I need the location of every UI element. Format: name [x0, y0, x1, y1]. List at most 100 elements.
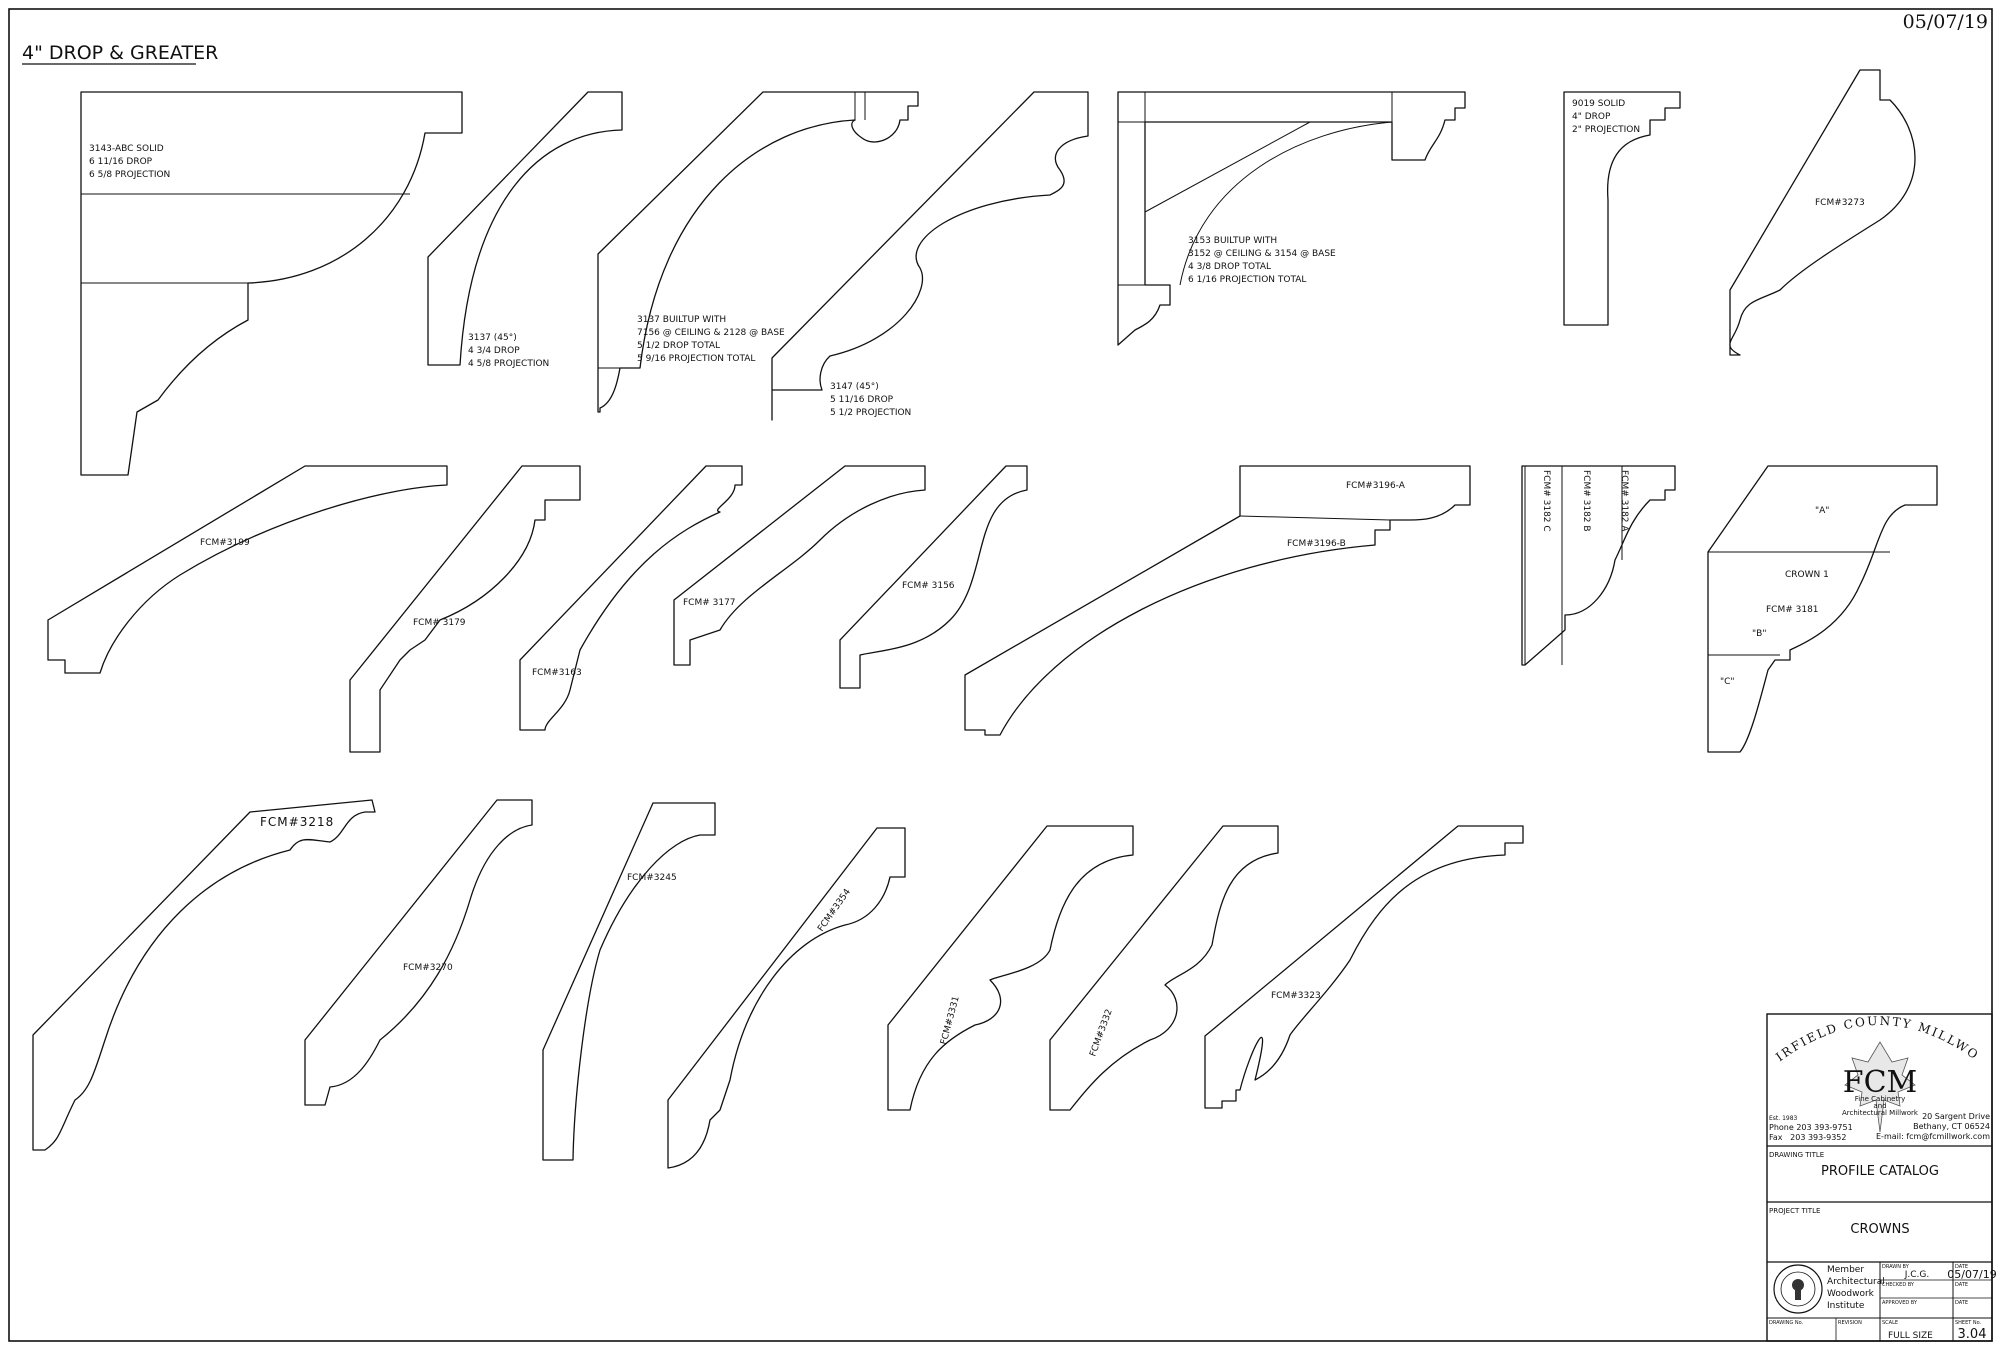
profile-fcm3196b-label: FCM#3196-B [1287, 539, 1346, 549]
crown1-a-label: "A" [1815, 506, 1829, 516]
date2-label: DATE [1955, 1282, 1968, 1288]
profile-fcm3218-label: FCM#3218 [260, 815, 334, 829]
profile-9019-line1: 9019 SOLID [1572, 99, 1625, 109]
revision-label: REVISION [1838, 1320, 1862, 1326]
profile-fcm3273-label: FCM#3273 [1815, 198, 1865, 208]
address-line-2: Bethany, CT 06524 [1913, 1122, 1990, 1131]
profile-3153-builtup: 3153 BUILTUP WITH 3152 @ CEILING & 3154 … [1117, 91, 1466, 346]
profile-fcm3196a-label: FCM#3196-A [1346, 481, 1406, 491]
profile-fcm3177-label: FCM# 3177 [683, 598, 736, 608]
profile-fcm3273: FCM#3273 [1729, 69, 1916, 356]
date3-label: DATE [1955, 1300, 1968, 1306]
profile-fcm3270-label: FCM#3270 [403, 963, 453, 973]
profile-3137-builtup: 3137 BUILTUP WITH 7156 @ CEILING & 2128 … [597, 91, 919, 413]
profile-fcm3245-label: FCM#3245 [627, 873, 677, 883]
profile-3137-line1: 3137 (45°) [468, 333, 517, 343]
profile-3147-line1: 3147 (45°) [830, 382, 879, 392]
awi-seal-icon [1773, 1264, 1823, 1314]
profile-fcm3179-label: FCM# 3179 [413, 618, 466, 628]
title-block-date: 05/07/19 [1947, 1268, 1996, 1281]
profile-fcm3323: FCM#3323 [1204, 825, 1524, 1109]
crown1-number: FCM# 3181 [1766, 605, 1819, 615]
profile-3143-line2: 6 11/16 DROP [89, 157, 153, 167]
drawn-by-label: DRAWN BY [1882, 1264, 1910, 1270]
profile-3143: 3143-ABC SOLID 6 11/16 DROP 6 5/8 PROJEC… [80, 91, 463, 476]
scale-label: SCALE [1882, 1320, 1898, 1326]
profile-3143-line1: 3143-ABC SOLID [89, 144, 164, 154]
crown1-c-label: "C" [1720, 677, 1735, 687]
profile-fcm3331: FCM#3331 [887, 825, 1134, 1111]
profile-fcm3332-label: FCM#3332 [1088, 1008, 1114, 1058]
profile-fcm3245: FCM#3245 [542, 802, 716, 1161]
profile-fcm3218: FCM#3218 [32, 799, 376, 1151]
profile-3143-line3: 6 5/8 PROJECTION [89, 170, 170, 180]
profile-fcm3354: FCM#3354 [667, 827, 906, 1169]
profile-fcm3332: FCM#3332 [1049, 825, 1279, 1111]
checked-by-label: CHECKED BY [1882, 1282, 1915, 1288]
profile-3147-line2: 5 11/16 DROP [830, 395, 894, 405]
profile-fcm3199-label: FCM#3199 [200, 538, 250, 548]
sheet-no: 3.04 [1958, 1327, 1987, 1342]
sheet-no-label: SHEET No. [1955, 1320, 1982, 1326]
profile-3137-line3: 4 5/8 PROJECTION [468, 359, 549, 369]
profile-9019: 9019 SOLID 4" DROP 2" PROJECTION [1563, 91, 1681, 326]
profile-fcm3270: FCM#3270 [304, 799, 533, 1106]
profile-fcm3177: FCM# 3177 [673, 465, 926, 666]
scale-value: FULL SIZE [1888, 1331, 1933, 1341]
profile-fcm3182: FCM# 3182 C FCM# 3182 B FCM# 3182 A [1521, 465, 1676, 666]
profile-3147-line3: 5 1/2 PROJECTION [830, 408, 911, 418]
drawing-no-label: DRAWING No. [1769, 1320, 1804, 1326]
profile-3137b-line2: 7156 @ CEILING & 2128 @ BASE [637, 328, 785, 338]
profile-3137-line2: 4 3/4 DROP [468, 346, 520, 356]
phone: Phone 203 393-9751 [1769, 1123, 1853, 1132]
profile-9019-line2: 4" DROP [1572, 112, 1611, 122]
address-line-1: 20 Sargent Drive [1922, 1112, 1990, 1121]
profile-3153-line2: 3152 @ CEILING & 3154 @ BASE [1188, 249, 1336, 259]
fax: Fax 203 393-9352 [1769, 1133, 1846, 1142]
profile-fcm3182a-label: FCM# 3182 A [1619, 470, 1629, 532]
profile-3153-line1: 3153 BUILTUP WITH [1188, 236, 1277, 246]
fcm-logo: FCM [1843, 1065, 1918, 1100]
logo-sub-3: Architectural Millwork [1842, 1109, 1919, 1117]
project-title: CROWNS [1850, 1222, 1909, 1237]
profile-3153-line4: 6 1/16 PROJECTION TOTAL [1188, 275, 1306, 285]
profile-fcm3331-label: FCM#3331 [939, 995, 962, 1046]
email: E-mail: fcm@fcmillwork.com [1876, 1132, 1990, 1141]
logo-sub-1: Fine Cabinetry [1855, 1095, 1906, 1103]
project-title-label: PROJECT TITLE [1769, 1207, 1820, 1215]
profile-fcm3156-label: FCM# 3156 [902, 581, 955, 591]
sheet-border [8, 8, 1993, 1342]
crown1-title: CROWN 1 [1785, 570, 1829, 580]
member-line-3: Woodwork [1827, 1289, 1875, 1299]
est-year: Est. 1983 [1769, 1115, 1798, 1122]
sheet-heading: 4" DROP & GREATER [22, 42, 218, 64]
profile-crown1: "A" CROWN 1 FCM# 3181 "B" "C" [1707, 465, 1938, 753]
profile-fcm3163-label: FCM#3163 [532, 668, 582, 678]
profile-fcm3196: FCM#3196-A FCM#3196-B [964, 465, 1471, 736]
profile-3137b-line1: 3137 BUILTUP WITH [637, 315, 726, 325]
company-name: FAIRFIELD COUNTY MILLWORK [0, 0, 1980, 1064]
crown1-b-label: "B" [1752, 629, 1766, 639]
profile-fcm3323-label: FCM#3323 [1271, 991, 1321, 1001]
sheet-date: 05/07/19 [1903, 11, 1988, 33]
profile-3147: 3147 (45°) 5 11/16 DROP 5 1/2 PROJECTION [771, 91, 1089, 421]
member-line-1: Member [1827, 1265, 1864, 1275]
approved-by-label: APPROVED BY [1882, 1300, 1918, 1306]
drawing-title-label: DRAWING TITLE [1769, 1151, 1824, 1159]
maple-leaf-icon [1844, 1041, 1916, 1133]
profile-fcm3179: FCM# 3179 [349, 465, 581, 753]
profile-fcm3163: FCM#3163 [519, 465, 743, 731]
profile-3137b-line4: 5 9/16 PROJECTION TOTAL [637, 354, 755, 364]
profile-9019-line3: 2" PROJECTION [1572, 125, 1640, 135]
profile-fcm3182c-label: FCM# 3182 C [1541, 470, 1551, 532]
profile-3137b-line3: 5 1/2 DROP TOTAL [637, 341, 720, 351]
profile-fcm3199: FCM#3199 [47, 465, 448, 674]
profile-fcm3354-label: FCM#3354 [816, 887, 853, 934]
profile-3137: 3137 (45°) 4 3/4 DROP 4 5/8 PROJECTION [427, 91, 623, 369]
profile-fcm3182b-label: FCM# 3182 B [1581, 470, 1591, 532]
drawing-title: PROFILE CATALOG [1821, 1164, 1939, 1179]
profile-3153-line3: 4 3/8 DROP TOTAL [1188, 262, 1271, 272]
profile-fcm3156: FCM# 3156 [839, 465, 1028, 689]
member-line-2: Architectural [1827, 1277, 1885, 1287]
